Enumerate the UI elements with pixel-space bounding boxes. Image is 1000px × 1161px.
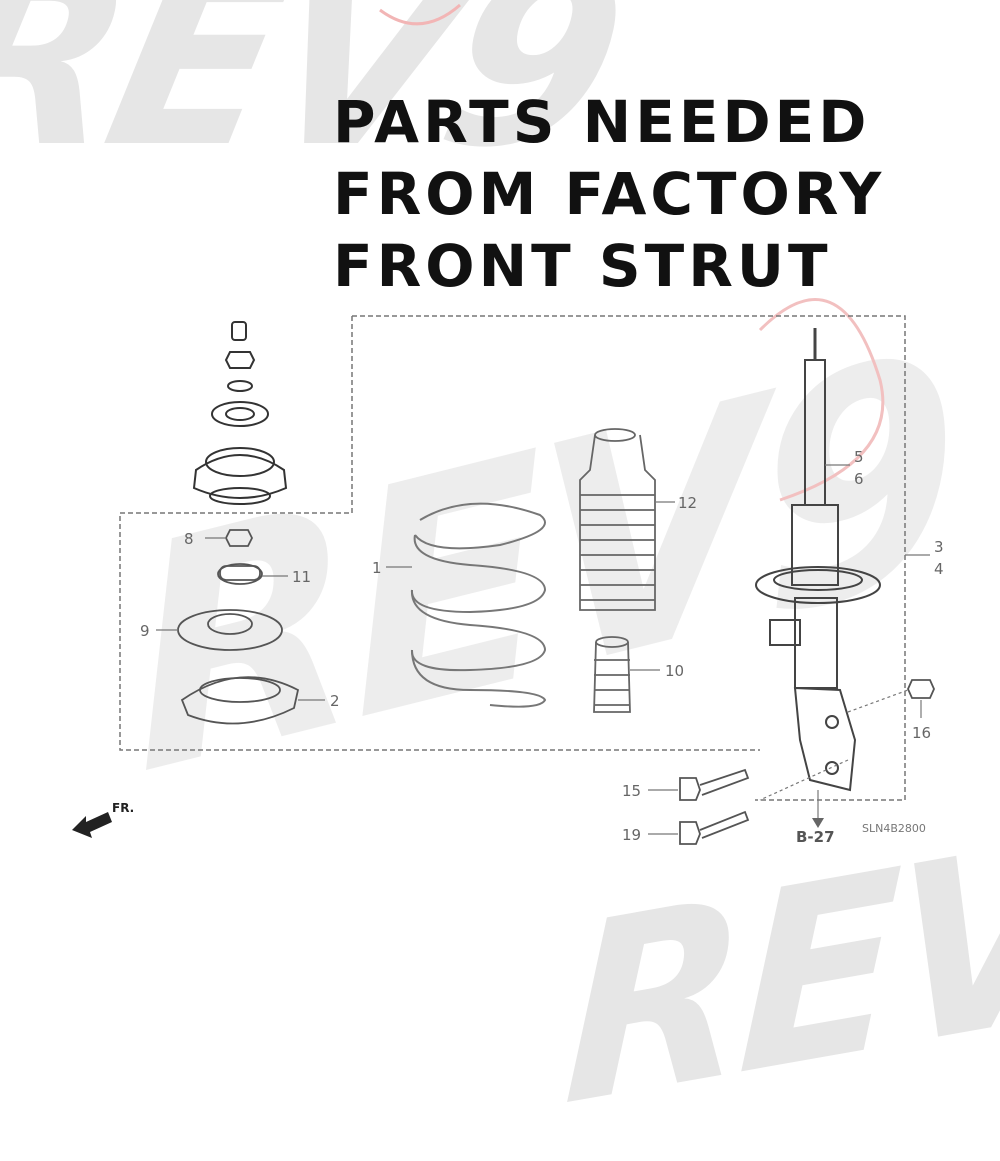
strut-tube [794,597,838,689]
strut-bolt-hole-1 [825,715,839,729]
part-16-nut [907,679,935,699]
accent-arc-right [758,298,885,502]
callout-1: 1 [372,559,382,577]
spring-coil-2 [410,534,547,614]
bump-stop-body [593,641,631,713]
leader-lines [156,464,930,835]
boot-top [594,428,636,442]
bump-stop [593,636,631,713]
diagram-code: SLN4B2800 [862,822,926,835]
title-line-3: FRONT STRUT [333,232,832,300]
mount-base-top [205,447,275,477]
part-8-nut [224,529,254,547]
parts-diagram: 8 11 9 2 1 12 10 5 6 3 4 16 15 19 B-27 S… [72,3,944,846]
page-title: PARTS NEEDED FROM FACTORY FRONT STRUT [333,86,973,302]
spring-coil-3 [410,589,547,672]
spring-coil-1 [414,502,546,550]
callout-3: 3 [934,538,944,556]
strut-spring-seat [755,566,881,604]
callout-11: 11 [292,568,311,586]
boot-pleats [580,494,655,601]
part-2-insulator [180,676,300,725]
title-line-2: FROM FACTORY [333,160,886,228]
strut-bracket-tab [769,619,801,646]
mount-washer [227,380,253,392]
part-15-bolt [679,768,750,801]
part-9-seat-outer [177,609,283,651]
callout-2: 2 [330,692,340,710]
bolts [679,679,935,845]
strut-upper-body [791,504,839,586]
part-11-bushing-body [219,565,261,581]
left-parts [177,529,300,725]
ref-arrow-head [812,818,824,828]
leader-16-dash [759,689,909,801]
callout-10: 10 [665,662,684,680]
mount-nut [224,351,256,369]
callout-15: 15 [622,782,641,800]
ref-label: B-27 [796,828,835,846]
bump-stop-top [595,636,629,648]
callout-8: 8 [184,530,194,548]
callout-16: 16 [912,724,931,742]
strut-spring-seat-inner [773,569,863,591]
title-line-1: PARTS NEEDED [333,88,871,156]
bump-stop-ribs [594,659,630,706]
callout-4: 4 [934,560,944,578]
mount-base [192,454,288,499]
callout-numbers: 8 11 9 2 1 12 10 5 6 3 4 16 15 19 [140,448,944,844]
coil-spring [410,502,547,708]
spring-coil-4 [411,649,547,708]
mount-seat-upper [211,401,269,427]
part-2-insulator-ring [199,677,281,703]
arrow-left-icon [72,812,112,838]
dust-boot [579,428,656,611]
strut-bolt-hole-2 [825,761,839,775]
part-19-bolt [679,810,750,845]
mount-base-bottom [209,487,271,505]
part-9-seat-inner [207,613,253,635]
callout-9: 9 [140,622,150,640]
direction-label: FR. [112,801,134,815]
group-outline [119,315,906,801]
boot-body [579,434,656,611]
mount-seat-upper-inner [225,407,255,421]
accent-arc-top [379,3,461,26]
callout-19: 19 [622,826,641,844]
strut-knuckle-clamp [793,686,857,792]
strut-assembly [755,328,881,792]
callout-5: 5 [854,448,864,466]
cap-nut [231,321,247,341]
callout-6: 6 [854,470,864,488]
callout-12: 12 [678,494,697,512]
part-11-bushing [217,563,263,585]
top-mount-stack [192,321,288,505]
front-direction-arrow: FR. [72,801,134,838]
